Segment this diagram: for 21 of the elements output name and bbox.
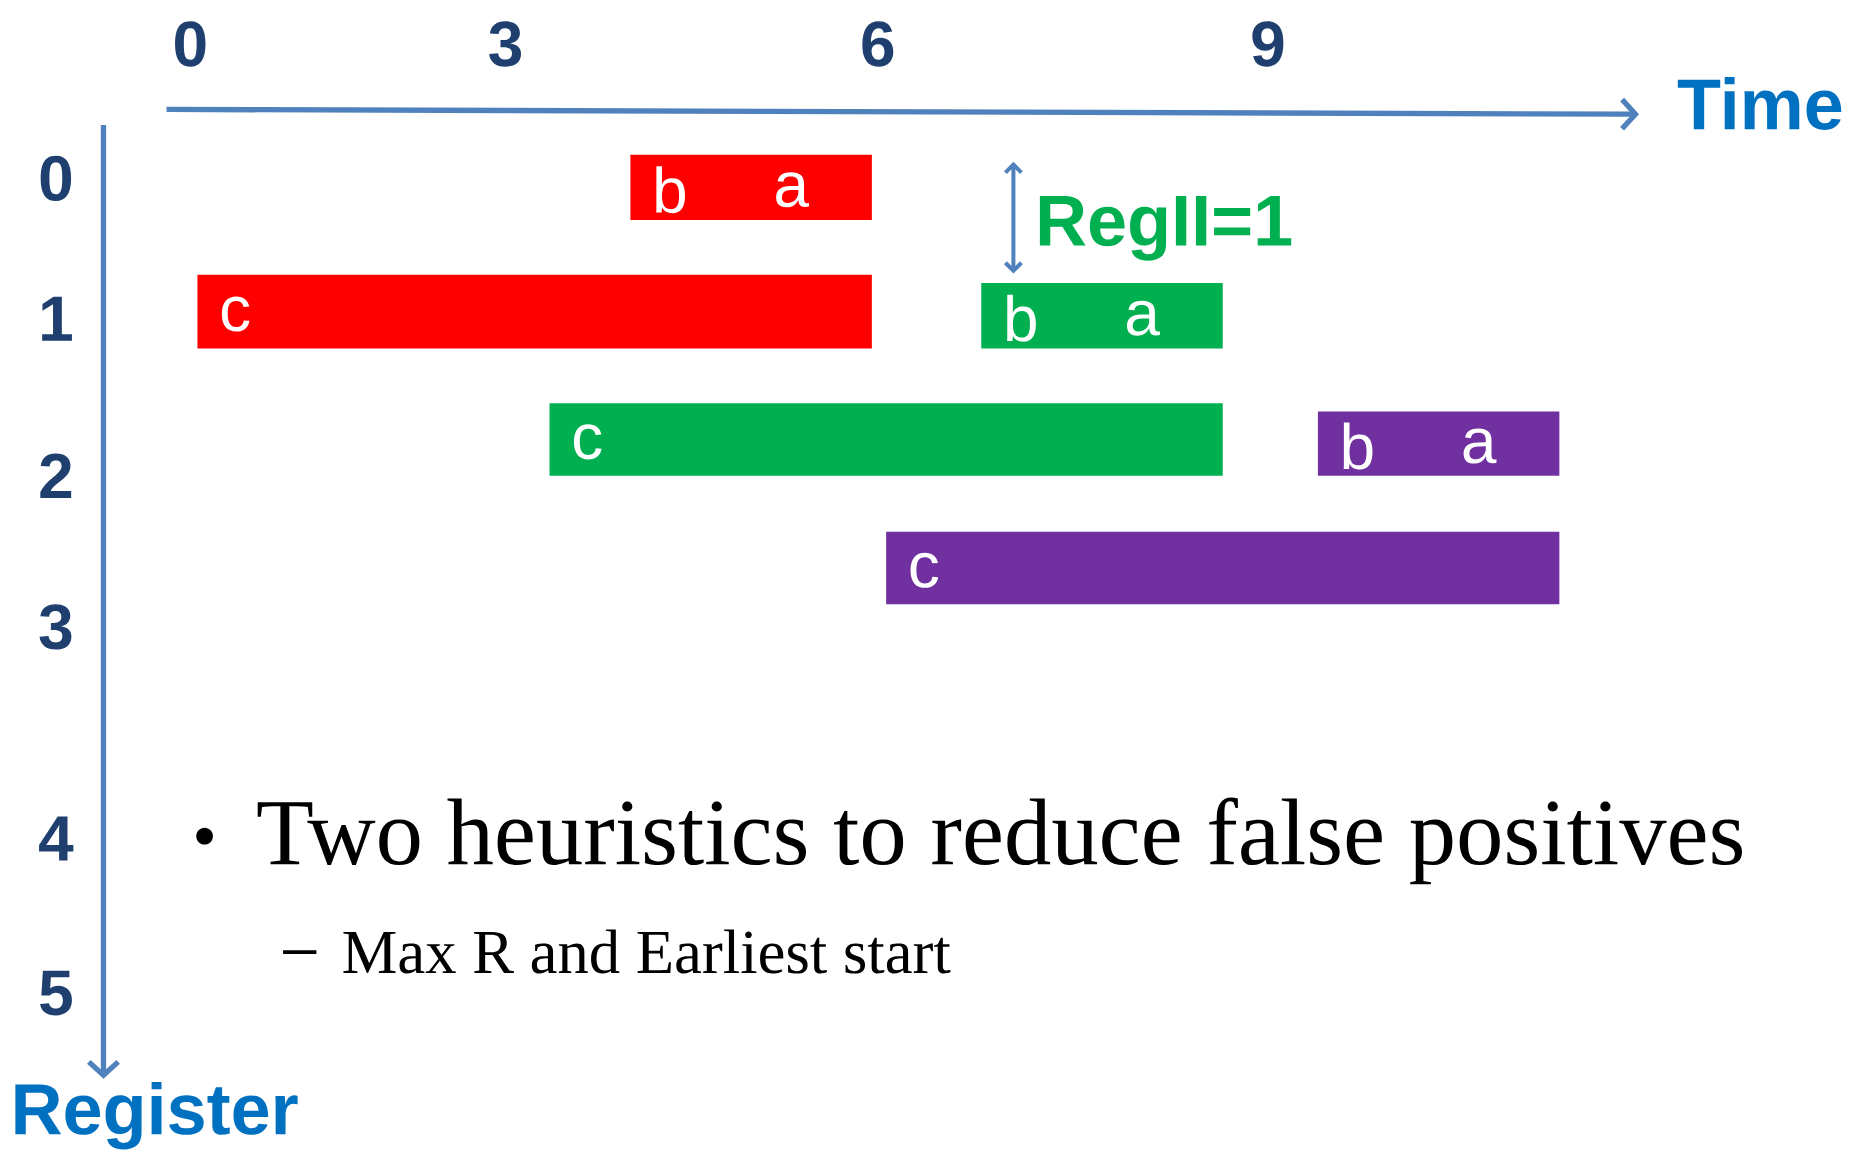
tick-label: 0 [175,21,206,67]
tick-label: 3 [489,21,521,67]
tick-label: 3 [39,604,72,650]
bar: b a [981,283,1223,349]
tick-label: 1 [42,296,72,341]
bullet-text: Max R and Earliest start [343,929,951,974]
tick-label: 9 [1252,21,1284,67]
tick-label: 4 [39,816,74,861]
bar: b a [1317,411,1560,476]
bar: c [197,274,872,349]
annotation-text: RegII=1 [1039,196,1292,261]
axis-title: Register [15,1082,298,1150]
tick-label: 2 [40,453,72,499]
tick-label: 0 [40,156,72,202]
axis-title: Time [1677,77,1842,131]
tick-label: 6 [862,21,894,67]
bullet-text: Two heuristics to reduce false positives [257,797,1742,885]
bar: c [886,531,1560,605]
tick-label: 5 [40,971,72,1016]
bar: b a [630,154,872,221]
bar: c [549,403,1223,476]
